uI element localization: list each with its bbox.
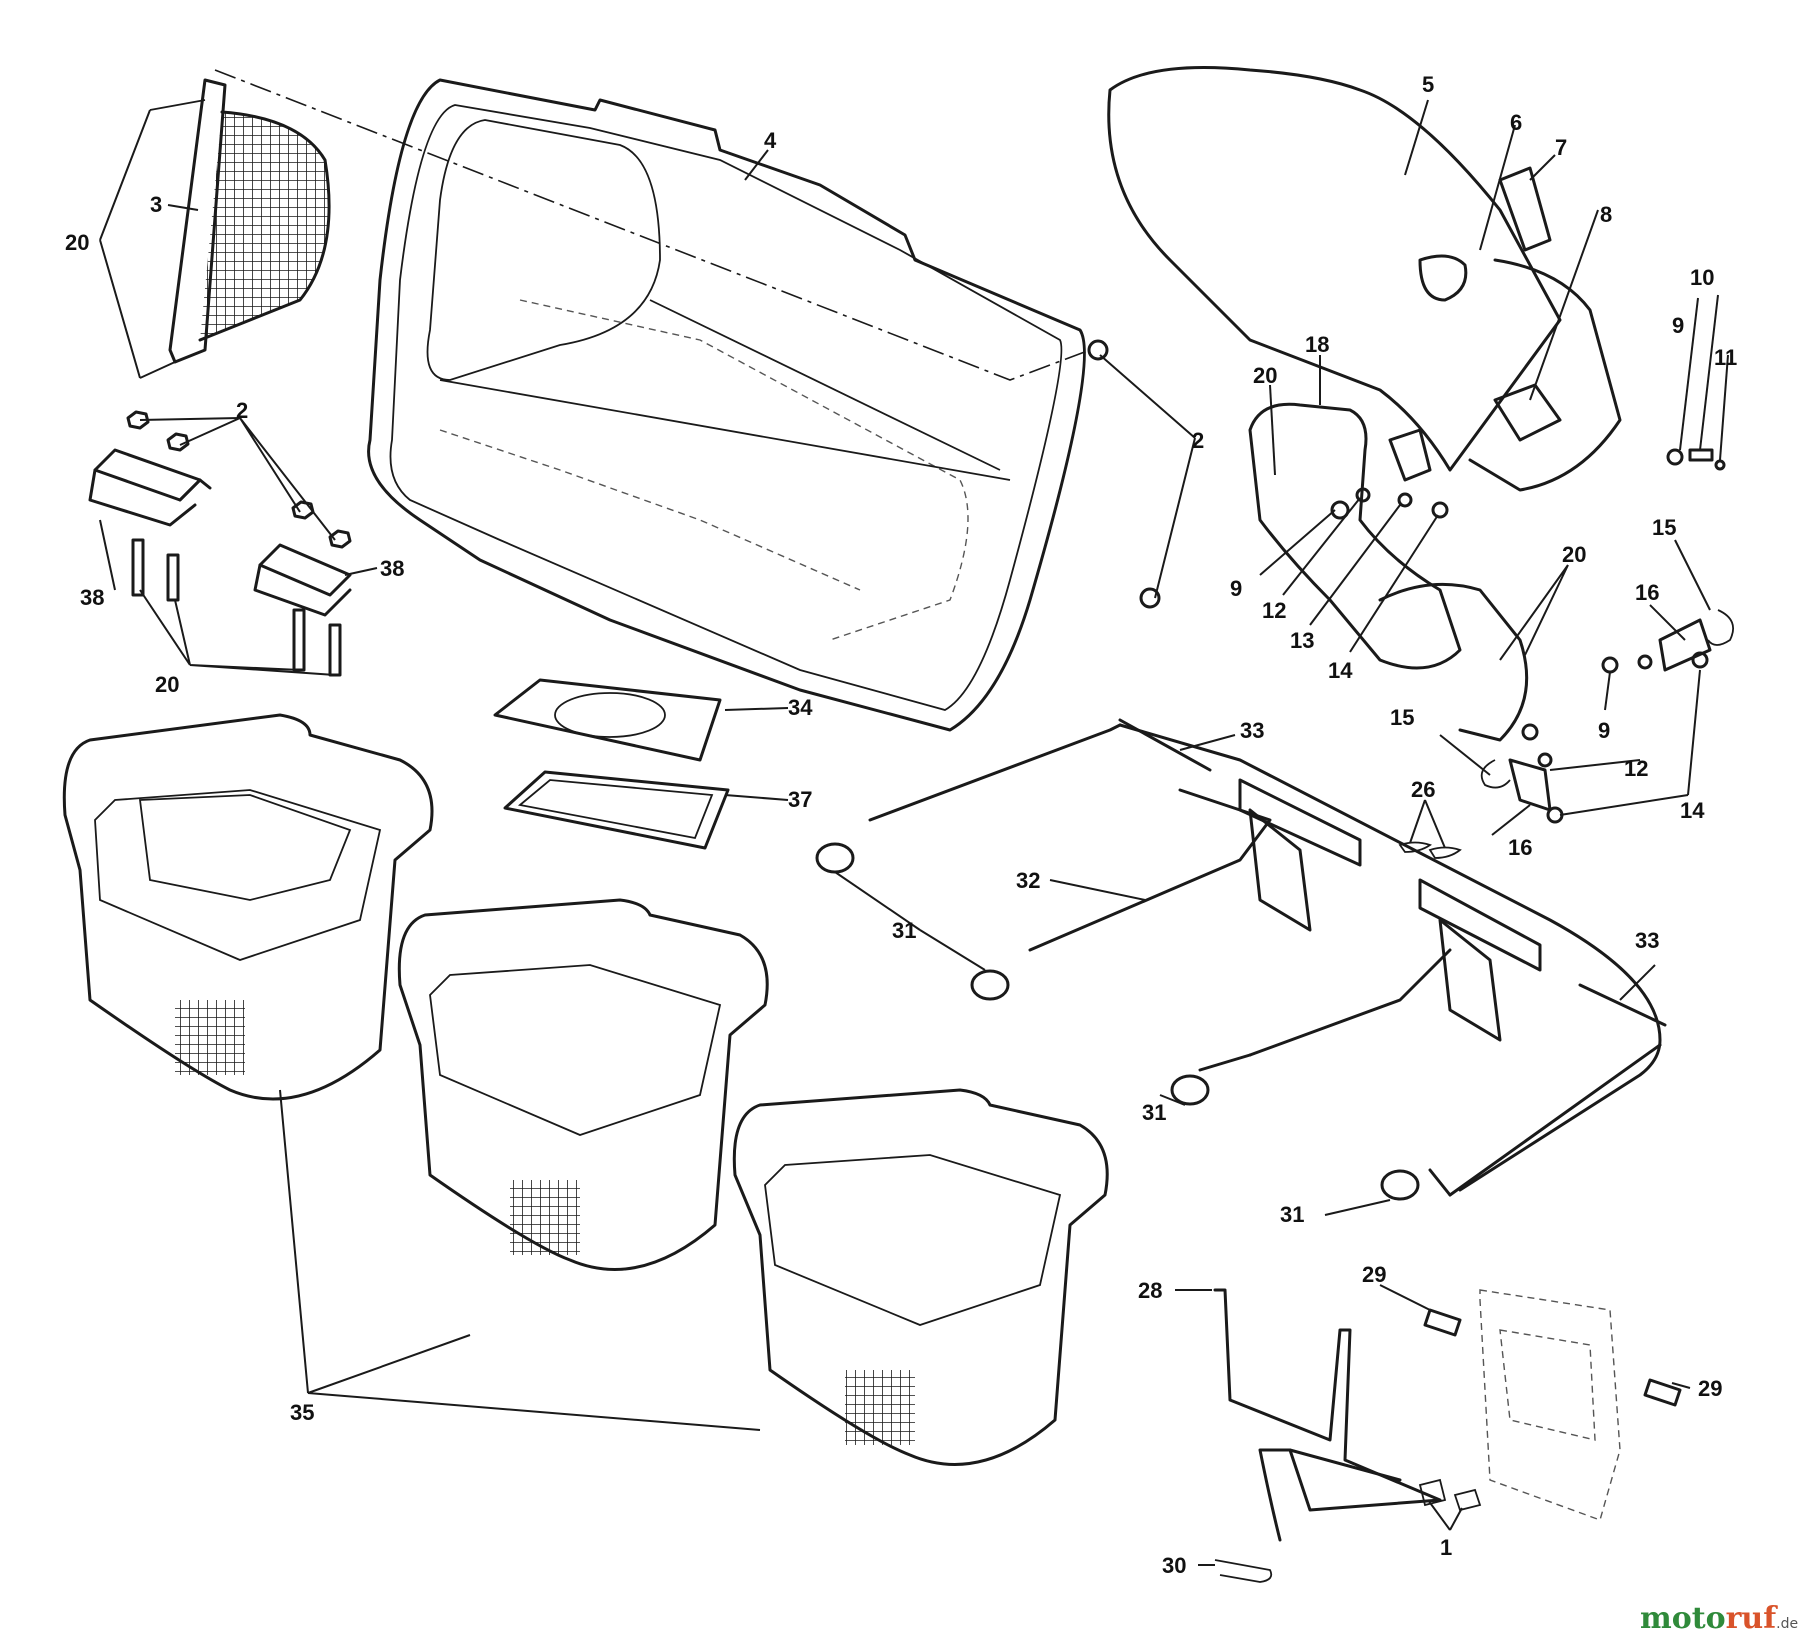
callout-1: 1 xyxy=(1440,1535,1452,1560)
nut-part-2-right xyxy=(1087,339,1161,609)
callout-6: 6 xyxy=(1510,110,1522,135)
bracket-part-38-right xyxy=(253,543,352,617)
knob-part-6-7-8 xyxy=(1418,166,1622,492)
callout-15-top: 15 xyxy=(1652,515,1676,540)
tube-part-33 xyxy=(1118,718,1667,1027)
frame-part-37 xyxy=(503,770,730,850)
callouts: 1 2 2 3 4 5 6 7 8 9 9 9 10 11 12 12 13 1… xyxy=(65,72,1737,1578)
callout-9-top: 9 xyxy=(1672,313,1684,338)
callout-14-mid: 14 xyxy=(1328,658,1353,683)
callout-20-bracket: 20 xyxy=(155,672,179,697)
callout-14-right: 14 xyxy=(1680,798,1705,823)
callout-16-top: 16 xyxy=(1635,580,1659,605)
callout-31-mid: 31 xyxy=(1142,1100,1166,1125)
callout-20-right: 20 xyxy=(1562,542,1586,567)
callout-32: 32 xyxy=(1016,868,1040,893)
tube-part-5 xyxy=(1107,66,1562,472)
callout-4: 4 xyxy=(764,128,777,153)
bag-part-35-2 xyxy=(397,898,769,1271)
cap-part-31 xyxy=(815,842,1420,1201)
callout-34: 34 xyxy=(788,695,813,720)
callout-12-right: 12 xyxy=(1624,756,1648,781)
deflector-part-18 xyxy=(1248,402,1529,742)
mounting-plate xyxy=(1479,1289,1621,1521)
callout-20-topleft: 20 xyxy=(65,230,89,255)
bracket-part-28 xyxy=(1213,1288,1442,1542)
callout-13: 13 xyxy=(1290,628,1314,653)
callout-33-right: 33 xyxy=(1635,928,1659,953)
callout-8: 8 xyxy=(1600,202,1612,227)
hardware-part-9-10-11 xyxy=(1666,448,1726,471)
callout-10: 10 xyxy=(1690,265,1714,290)
callout-35: 35 xyxy=(290,1400,314,1425)
bag-part-35-3 xyxy=(732,1088,1109,1466)
callout-7: 7 xyxy=(1555,135,1567,160)
watermark-logo: motoruf.de xyxy=(1640,1601,1798,1636)
bracket-part-38-left xyxy=(88,448,212,527)
svg-text:motoruf.de: motoruf.de xyxy=(1640,1601,1798,1636)
callout-16-mid: 16 xyxy=(1508,835,1532,860)
watermark-part2: ruf xyxy=(1726,1601,1779,1636)
callout-11: 11 xyxy=(1714,345,1737,370)
callout-38-left: 38 xyxy=(80,585,104,610)
pin-part-30 xyxy=(1214,1559,1273,1583)
callout-31-top: 31 xyxy=(892,918,916,943)
alignment-centerline xyxy=(214,69,1091,381)
screen-part-3 xyxy=(139,78,331,379)
frame-part-32 xyxy=(868,723,1662,1197)
bolt-part-29 xyxy=(1423,1308,1682,1407)
chute-hood-part-4 xyxy=(367,78,1086,732)
leader-lines xyxy=(99,99,1729,1566)
watermark-suffix: .de xyxy=(1776,1616,1798,1632)
callout-2-right: 2 xyxy=(1192,428,1204,453)
callout-9-mid: 9 xyxy=(1230,576,1242,601)
callout-15-mid: 15 xyxy=(1390,705,1414,730)
callout-31-bottom: 31 xyxy=(1280,1202,1304,1227)
callout-3: 3 xyxy=(150,192,162,217)
callout-26: 26 xyxy=(1411,777,1435,802)
callout-38-right: 38 xyxy=(380,556,404,581)
bag-part-35-1 xyxy=(62,713,434,1101)
callout-28: 28 xyxy=(1138,1278,1162,1303)
clip-part-26 xyxy=(1398,841,1462,859)
watermark-part1: moto xyxy=(1640,1601,1726,1636)
callout-29-right: 29 xyxy=(1698,1376,1722,1401)
callout-2-left: 2 xyxy=(236,398,248,423)
callout-37: 37 xyxy=(788,787,812,812)
callout-5: 5 xyxy=(1422,72,1434,97)
callout-9-right: 9 xyxy=(1598,718,1610,743)
nut-part-2-left xyxy=(126,410,352,549)
callout-33-top: 33 xyxy=(1240,718,1264,743)
callout-30: 30 xyxy=(1162,1553,1186,1578)
hardware-part-12-16 xyxy=(1330,428,1734,824)
clip-part-1 xyxy=(1418,1478,1482,1512)
callout-12-mid: 12 xyxy=(1262,598,1286,623)
callout-18: 18 xyxy=(1305,332,1329,357)
callout-29-left: 29 xyxy=(1362,1262,1386,1287)
callout-20-deflector: 20 xyxy=(1253,363,1277,388)
bolt-part-20-brackets xyxy=(131,538,342,677)
gasket-part-34 xyxy=(493,678,722,762)
